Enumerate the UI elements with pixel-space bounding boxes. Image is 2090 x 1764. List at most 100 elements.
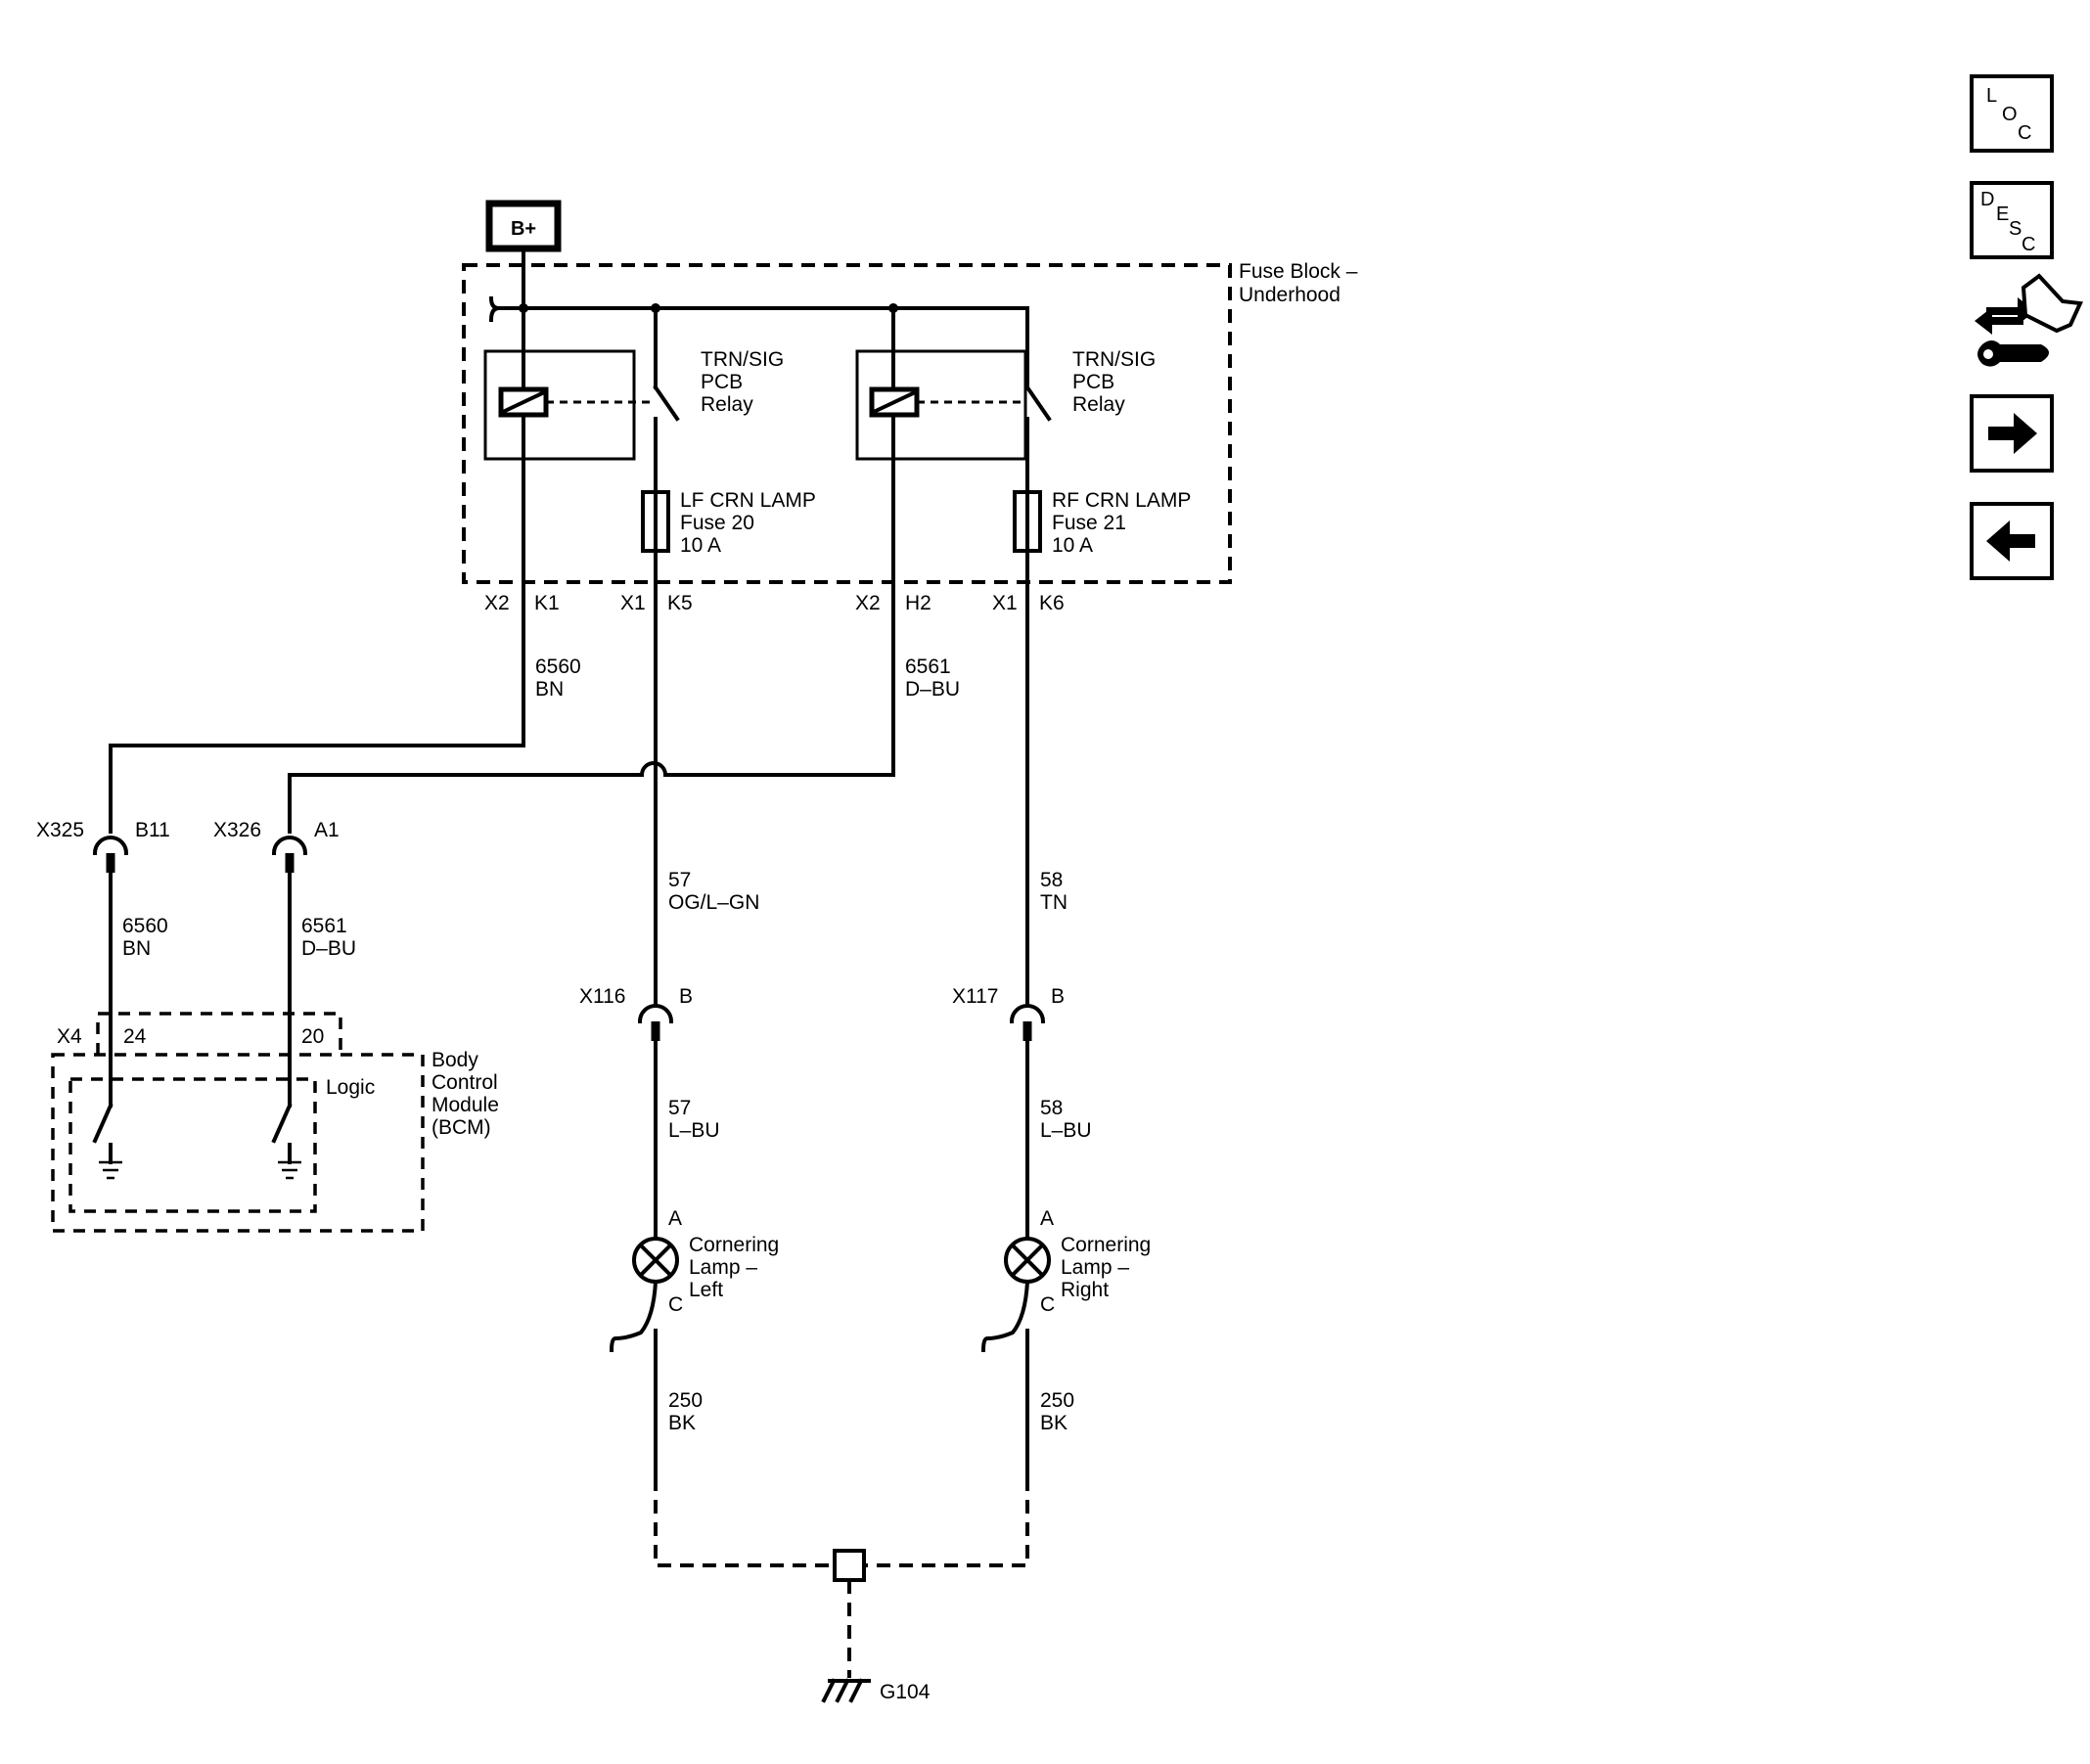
connector-x325 [92, 836, 129, 1073]
wire-250-right-circuit: 250 [1040, 1389, 1074, 1412]
ground-g104-label: G104 [880, 1681, 931, 1703]
next-button[interactable] [1970, 394, 2054, 473]
wire-6560-bot-color: BN [122, 937, 151, 960]
svg-text:S: S [2009, 218, 2022, 240]
loc-icon: L O C [1986, 85, 2031, 144]
lamp-right-label-3: Right [1061, 1279, 1109, 1301]
bcm-title-3: Module [432, 1094, 499, 1116]
bcm-title-1: Body [432, 1049, 478, 1071]
svg-text:E: E [1996, 204, 2009, 225]
svg-text:C: C [2018, 122, 2031, 144]
pin-x1-a: X1 [620, 592, 646, 614]
relay-left-label-3: Relay [701, 393, 753, 416]
lamp-right-pin-c: C [1040, 1293, 1055, 1316]
relay-right-label-3: Relay [1072, 393, 1125, 416]
lamp-left-pin-a: A [668, 1207, 682, 1230]
wire-58-bot-color: L–BU [1040, 1119, 1092, 1142]
wire-250-left-color: BK [668, 1412, 696, 1434]
fuse-21 [1013, 457, 1042, 584]
ground-splice [654, 1477, 1029, 1678]
connector-x326-pin: A1 [314, 819, 340, 841]
desc-button[interactable]: D E S C [1970, 181, 2054, 259]
loc-button[interactable]: L O C [1970, 74, 2054, 153]
lamp-right-label-1: Cornering [1061, 1234, 1151, 1256]
bcm-pin-20: 20 [301, 1025, 324, 1048]
fuse-left-label-2: Fuse 20 [680, 512, 754, 534]
fuse-right-label-2: Fuse 21 [1052, 512, 1126, 534]
next-arrow-icon [1988, 413, 2037, 454]
fuse-block-outline [462, 263, 1232, 584]
pin-k1: K1 [534, 592, 560, 614]
wire-6561-bot-color: D–BU [301, 937, 356, 960]
fuse-left-label-3: 10 A [680, 534, 721, 557]
wire-6561-top-color: D–BU [905, 678, 960, 701]
back-arrow-icon [1986, 520, 2035, 562]
pin-x2-b: X2 [855, 592, 881, 614]
bcm-title-2: Control [432, 1071, 498, 1094]
pin-k5: K5 [667, 592, 693, 614]
connector-x117-pin: B [1051, 985, 1065, 1008]
connector-x326 [271, 836, 308, 1073]
bcm-pin-24: 24 [123, 1025, 147, 1048]
bcm-connector: X4 [57, 1025, 82, 1048]
b-plus-power-source: B+ [485, 200, 562, 252]
b-plus-label: B+ [511, 218, 536, 240]
relay-left-label-2: PCB [701, 371, 743, 393]
relay-right-label-2: PCB [1072, 371, 1114, 393]
connector-x116 [637, 1004, 674, 1240]
wire-57-bot-circuit: 57 [668, 1097, 691, 1119]
cornering-lamp-right [980, 1237, 1051, 1479]
wire-6560-top-circuit: 6560 [535, 656, 581, 678]
wire-58-top-color: TN [1040, 891, 1068, 914]
ground-g104-icon [821, 1678, 871, 1703]
lamp-left-label-1: Cornering [689, 1234, 779, 1256]
wire-250-left-circuit: 250 [668, 1389, 703, 1412]
lamp-left-label-3: Left [689, 1279, 723, 1301]
svg-text:D: D [1980, 189, 1994, 210]
fuse-right-label-1: RF CRN LAMP [1052, 489, 1191, 512]
pin-x1-b: X1 [992, 592, 1018, 614]
desc-icon: D E S C [1980, 189, 2035, 255]
svg-text:L: L [1986, 85, 1997, 107]
connector-x116-name: X116 [579, 985, 626, 1008]
connector-x116-pin: B [679, 985, 693, 1008]
wire-58-bot-circuit: 58 [1040, 1097, 1063, 1119]
lamp-left-label-2: Lamp – [689, 1256, 757, 1279]
cornering-lamp-left [609, 1237, 679, 1479]
connector-x326-name: X326 [213, 819, 261, 841]
back-button[interactable] [1970, 502, 2054, 580]
relay-left-label-1: TRN/SIG [701, 348, 784, 371]
fuse-right-label-3: 10 A [1052, 534, 1093, 557]
relay-right [855, 306, 1052, 584]
wire-6561-bot-circuit: 6561 [301, 915, 347, 937]
lamp-right-label-2: Lamp – [1061, 1256, 1129, 1279]
fuse-block-title-1: Fuse Block – [1239, 260, 1358, 283]
fuse-left-label-1: LF CRN LAMP [680, 489, 816, 512]
relay-right-label-1: TRN/SIG [1072, 348, 1156, 371]
relay-left [483, 306, 680, 584]
connector-x117 [1009, 1004, 1046, 1240]
connector-tool-icon [1975, 273, 2083, 367]
pin-k6: K6 [1039, 592, 1065, 614]
wire-57-bot-color: L–BU [668, 1119, 720, 1142]
pin-x2-a: X2 [484, 592, 510, 614]
lamp-right-pin-a: A [1040, 1207, 1054, 1230]
body-control-module [51, 1012, 425, 1233]
lamp-left-pin-c: C [668, 1293, 683, 1316]
wire-57-top-color: OG/L–GN [668, 891, 759, 914]
connector-x117-name: X117 [952, 985, 999, 1008]
wire-6560-bot-circuit: 6560 [122, 915, 168, 937]
connector-x325-name: X325 [36, 819, 84, 841]
connector-x325-pin: B11 [135, 819, 170, 841]
pin-h2: H2 [905, 592, 931, 614]
fuse-20 [641, 457, 670, 584]
connector-tool-button[interactable] [1975, 273, 2083, 367]
wire-6561-top-circuit: 6561 [905, 656, 951, 678]
bcm-logic-label: Logic [326, 1076, 375, 1099]
power-bus [488, 247, 1029, 323]
bcm-title-4: (BCM) [432, 1116, 491, 1139]
wire-6561 [288, 580, 895, 834]
wire-250-right-color: BK [1040, 1412, 1068, 1434]
wire-58-top-circuit: 58 [1040, 869, 1063, 891]
